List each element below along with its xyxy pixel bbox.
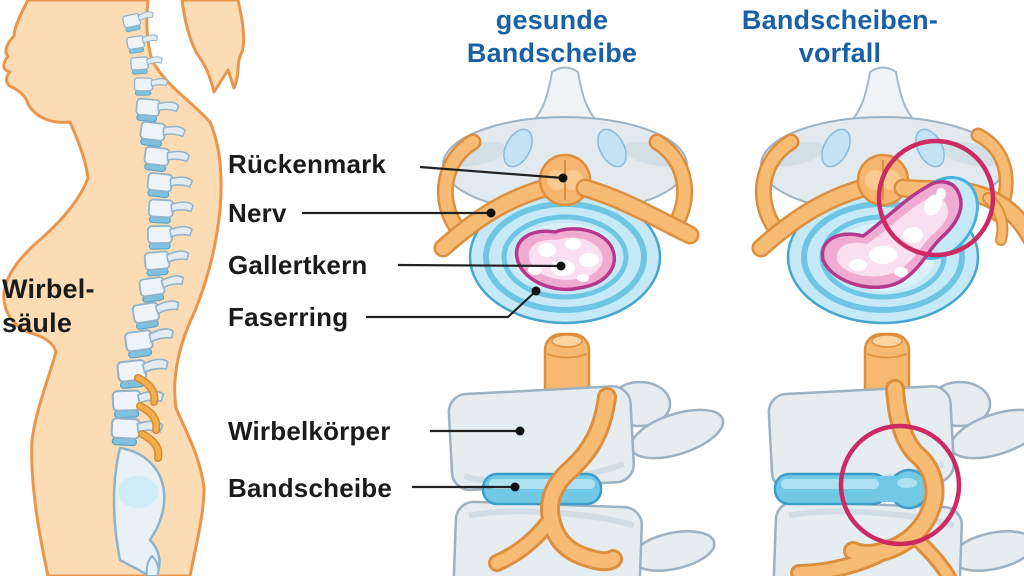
label-rueckenmark: Rückenmark [228,149,387,179]
disc-herniated [773,468,930,510]
leader-lines [302,165,568,492]
label-gallertkern: Gallertkern [228,250,368,280]
hair-lock [180,0,246,94]
side-herniated-illustration [768,334,1024,576]
nerve-side-healthy [488,387,623,572]
heading-herniated-disc: Bandscheiben- vorfall [742,4,938,70]
spine-side-illustration [109,9,195,576]
heading-herniated-line1: Bandscheiben- [741,5,939,35]
label-nerv: Nerv [228,198,287,228]
body-silhouette [2,0,246,576]
heading-healthy-disc: gesunde Bandscheibe [467,4,637,70]
heading-herniated-line2: vorfall [798,38,882,68]
heading-healthy-line2: Bandscheibe [466,38,638,68]
highlight-circle-top [876,138,996,258]
title-wirbelsaeule-line2: säule [2,308,73,338]
label-wirbelkoerper: Wirbelkörper [228,416,391,446]
title-wirbelsaeule: Wirbel- säule [2,272,95,340]
title-wirbelsaeule-line1: Wirbel- [2,274,95,304]
highlight-circle-bottom [838,423,962,547]
heading-healthy-line1: gesunde [495,5,609,35]
gel-core-healthy [514,227,617,292]
label-faserring: Faserring [228,302,349,332]
axial-healthy-illustration [443,68,700,324]
label-bandscheibe: Bandscheibe [228,473,393,503]
side-healthy-illustration [448,334,729,576]
coccyx [145,554,160,576]
axial-herniated-illustration [761,68,1024,324]
lumbar-nerves [134,374,163,462]
